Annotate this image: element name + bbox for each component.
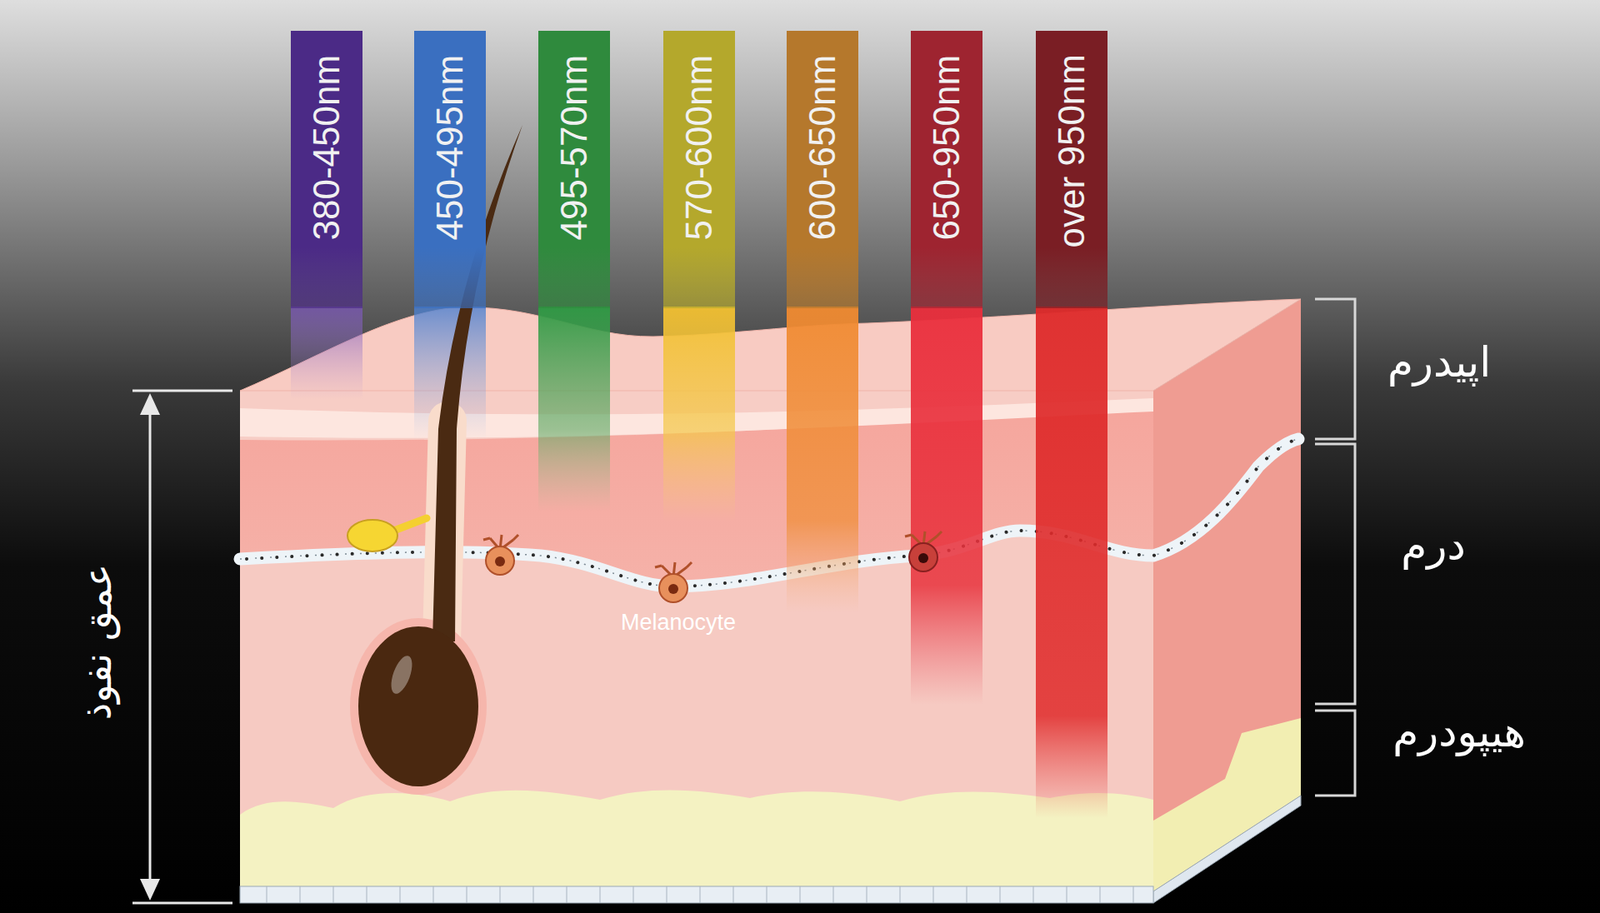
hair-bulb <box>358 626 479 787</box>
wavelength-band: 650-950nm <box>910 30 983 309</box>
melanocyte-nucleus <box>918 553 929 564</box>
melanocyte-nucleus <box>495 556 505 567</box>
melanocyte <box>483 531 942 578</box>
light-penetration <box>663 306 735 522</box>
wavelength-band: over 950nm <box>1035 30 1108 309</box>
basal-cell-borders <box>240 439 1299 587</box>
part-label: Melanocyte <box>620 609 736 636</box>
wavelength-band: 600-650nm <box>786 30 859 309</box>
arrow-head <box>140 879 160 901</box>
depth-arrow <box>149 408 152 885</box>
light-penetration <box>786 306 859 614</box>
basal-layer <box>240 439 1299 587</box>
skin-bottom-side <box>1153 795 1301 904</box>
follicle-bulb-sheath <box>350 618 487 795</box>
skin-bottom-strip <box>240 886 1154 904</box>
melanocyte-body <box>659 574 688 603</box>
wavelength-label: 600-650nm <box>802 54 843 240</box>
bottom-cells <box>266 886 1134 904</box>
layer-label: هیپودرم <box>1392 707 1526 758</box>
depth-tick <box>132 390 233 393</box>
wavelength-label: over 950nm <box>1051 54 1092 248</box>
axis-label: عمق نفوذ <box>75 564 121 720</box>
layer-label: درم <box>1400 520 1465 571</box>
wavelength-band: 570-600nm <box>663 30 735 309</box>
wavelength-label: 570-600nm <box>679 54 720 240</box>
light-penetration <box>910 306 983 705</box>
skin-top-face <box>240 299 1301 391</box>
light-penetration <box>1035 306 1108 819</box>
wavelength-band: 495-570nm <box>538 30 610 309</box>
hypodermis-front <box>240 790 1154 887</box>
bulb-highlight <box>386 653 416 697</box>
sebaceous-gland <box>347 520 398 552</box>
wavelength-band: 450-495nm <box>414 30 486 309</box>
skin-side-face <box>1153 299 1301 892</box>
light-penetration <box>538 306 610 512</box>
sebaceous-duct <box>391 518 427 532</box>
wavelength-label: 650-950nm <box>926 54 967 240</box>
light-penetration <box>290 306 363 400</box>
melanocyte-nucleus <box>668 584 679 595</box>
wavelength-label: 380-450nm <box>306 54 347 240</box>
layer-bracket <box>1315 444 1355 705</box>
layer-label: اپیدرم <box>1387 337 1491 388</box>
wavelength-band: 380-450nm <box>290 30 363 309</box>
layer-bracket <box>1315 710 1355 796</box>
layer-bracket <box>1315 299 1355 440</box>
hypodermis-side <box>1153 718 1301 892</box>
melanocyte-body <box>909 543 938 572</box>
arrow-head <box>140 393 160 415</box>
wavelength-label: 450-495nm <box>430 54 470 240</box>
melanocyte-body <box>485 546 515 575</box>
basal-cell-nuclei <box>246 439 1299 587</box>
wavelength-label: 495-570nm <box>554 54 595 240</box>
depth-tick <box>132 902 233 905</box>
